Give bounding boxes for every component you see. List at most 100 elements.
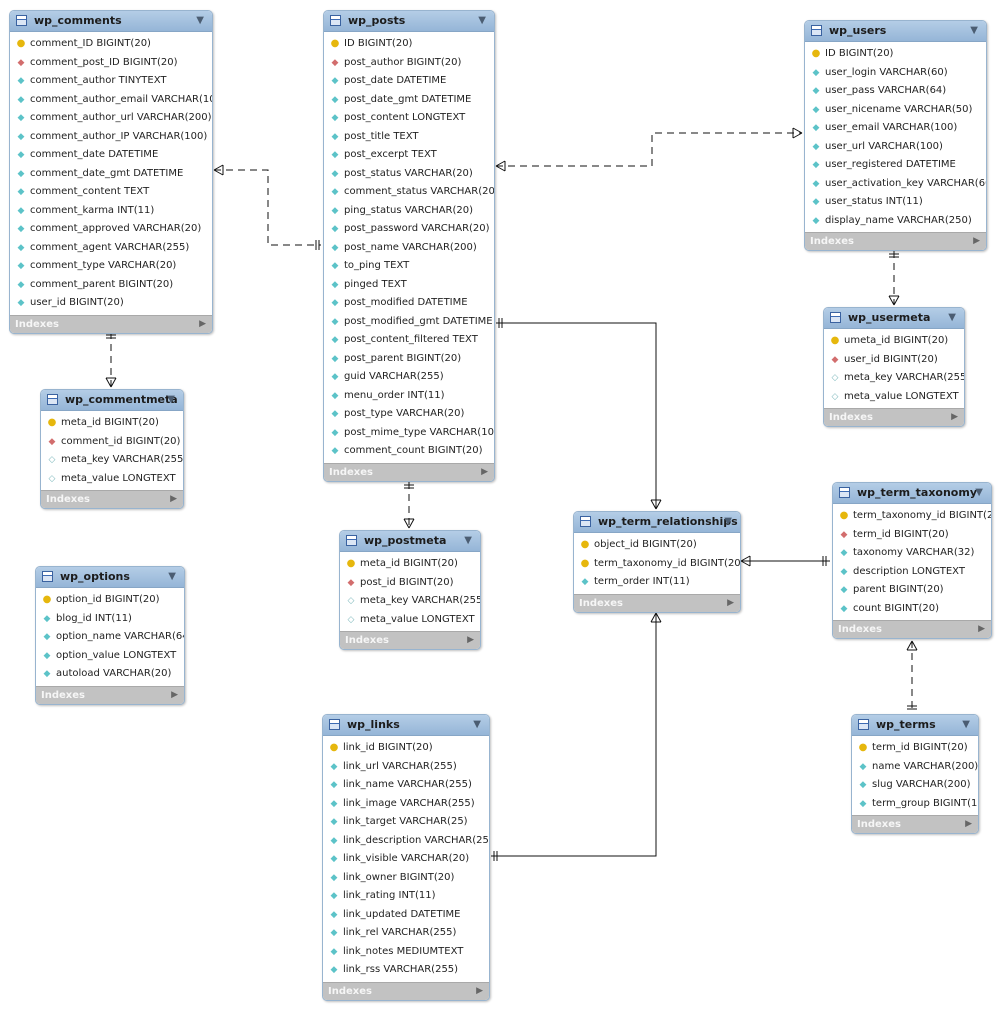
column-row[interactable]: ◆post_type VARCHAR(20) (324, 405, 494, 424)
column-row[interactable]: ◆comment_author_email VARCHAR(100) (10, 91, 212, 110)
column-row[interactable]: ◆post_parent BIGINT(20) (324, 350, 494, 369)
column-row[interactable]: ●term_taxonomy_id BIGINT(20) (574, 555, 740, 574)
table-header[interactable]: wp_options ▼ (36, 567, 184, 588)
collapse-arrow-icon[interactable]: ▼ (962, 719, 970, 730)
column-row[interactable]: ◆user_status INT(11) (805, 193, 986, 212)
column-row[interactable]: ◆comment_author_url VARCHAR(200) (10, 109, 212, 128)
expand-arrow-icon[interactable]: ▶ (199, 318, 206, 329)
column-row[interactable]: ◆guid VARCHAR(255) (324, 368, 494, 387)
column-row[interactable]: ◇meta_value LONGTEXT (41, 470, 183, 489)
table-header[interactable]: wp_terms ▼ (852, 715, 978, 736)
column-row[interactable]: ●meta_id BIGINT(20) (340, 555, 480, 574)
collapse-arrow-icon[interactable]: ▼ (196, 15, 204, 26)
column-row[interactable]: ◆link_target VARCHAR(25) (323, 813, 489, 832)
column-row[interactable]: ◆post_title TEXT (324, 128, 494, 147)
column-row[interactable]: ◆comment_parent BIGINT(20) (10, 276, 212, 295)
column-row[interactable]: ◆taxonomy VARCHAR(32) (833, 544, 991, 563)
expand-arrow-icon[interactable]: ▶ (481, 466, 488, 477)
table-wp_usermeta[interactable]: wp_usermeta ▼ ●umeta_id BIGINT(20)◆user_… (823, 307, 965, 427)
column-row[interactable]: ◆option_value LONGTEXT (36, 647, 184, 666)
column-row[interactable]: ◆user_email VARCHAR(100) (805, 119, 986, 138)
expand-arrow-icon[interactable]: ▶ (727, 597, 734, 608)
column-row[interactable]: ◆comment_id BIGINT(20) (41, 433, 183, 452)
column-row[interactable]: ◆post_date_gmt DATETIME (324, 91, 494, 110)
table-header[interactable]: wp_postmeta ▼ (340, 531, 480, 552)
table-wp_term_taxonomy[interactable]: wp_term_taxonomy ▼ ●term_taxonomy_id BIG… (832, 482, 992, 639)
column-row[interactable]: ◆to_ping TEXT (324, 257, 494, 276)
collapse-arrow-icon[interactable]: ▼ (975, 487, 983, 498)
expand-arrow-icon[interactable]: ▶ (978, 624, 985, 634)
column-row[interactable]: ◆user_id BIGINT(20) (10, 294, 212, 313)
table-header[interactable]: wp_commentmeta ▼ (41, 390, 183, 411)
table-wp_comments[interactable]: wp_comments ▼ ●comment_ID BIGINT(20) ◆com… (9, 10, 213, 334)
column-row[interactable]: ◆post_content LONGTEXT (324, 109, 494, 128)
column-row[interactable]: ●comment_ID BIGINT(20) (10, 35, 212, 54)
table-header[interactable]: wp_term_taxonomy ▼ (833, 483, 991, 504)
collapse-arrow-icon[interactable]: ▼ (478, 15, 486, 26)
indexes-footer[interactable]: Indexes ▶ (833, 620, 991, 638)
table-header[interactable]: wp_users ▼ (805, 21, 986, 42)
column-row[interactable]: ◆link_name VARCHAR(255) (323, 776, 489, 795)
column-row[interactable]: ◆description LONGTEXT (833, 563, 991, 582)
column-row[interactable]: ◇meta_value LONGTEXT (824, 388, 964, 407)
table-wp_users[interactable]: wp_users ▼ ●ID BIGINT(20)◆user_login VAR… (804, 20, 987, 251)
expand-arrow-icon[interactable]: ▶ (965, 819, 972, 829)
column-row[interactable]: ◆comment_author_IP VARCHAR(100) (10, 128, 212, 147)
column-row[interactable]: ◆post_author BIGINT(20) (324, 54, 494, 73)
expand-arrow-icon[interactable]: ▶ (476, 985, 483, 996)
column-row[interactable]: ◆link_updated DATETIME (323, 906, 489, 925)
column-row[interactable]: ●object_id BIGINT(20) (574, 536, 740, 555)
column-row[interactable]: ◆autoload VARCHAR(20) (36, 665, 184, 684)
column-row[interactable]: ●term_id BIGINT(20) (852, 739, 978, 758)
column-row[interactable]: ◆link_url VARCHAR(255) (323, 758, 489, 777)
indexes-footer[interactable]: Indexes ▶ (36, 685, 184, 704)
column-row[interactable]: ◆comment_date_gmt DATETIME (10, 165, 212, 184)
column-row[interactable]: ◆display_name VARCHAR(250) (805, 212, 986, 231)
column-row[interactable]: ◆link_description VARCHAR(255) (323, 832, 489, 851)
column-row[interactable]: ◆comment_karma INT(11) (10, 202, 212, 221)
column-row[interactable]: ◆link_rating INT(11) (323, 887, 489, 906)
indexes-footer[interactable]: Indexes ▶ (824, 408, 964, 426)
column-row[interactable]: ◇meta_value LONGTEXT (340, 611, 480, 630)
column-row[interactable]: ◆post_password VARCHAR(20) (324, 220, 494, 239)
column-row[interactable]: ◆user_login VARCHAR(60) (805, 64, 986, 83)
indexes-footer[interactable]: Indexes ▶ (340, 631, 480, 649)
table-header[interactable]: wp_links ▼ (323, 715, 489, 736)
expand-arrow-icon[interactable]: ▶ (171, 689, 178, 700)
indexes-footer[interactable]: Indexes ▶ (10, 314, 212, 333)
table-header[interactable]: wp_comments ▼ (10, 11, 212, 32)
column-row[interactable]: ◆link_rss VARCHAR(255) (323, 961, 489, 980)
column-row[interactable]: ◆user_activation_key VARCHAR(60) (805, 175, 986, 194)
indexes-footer[interactable]: Indexes ▶ (852, 815, 978, 833)
column-row[interactable]: ◆comment_author TINYTEXT (10, 72, 212, 91)
column-row[interactable]: ◆slug VARCHAR(200) (852, 776, 978, 795)
column-row[interactable]: ◆link_visible VARCHAR(20) (323, 850, 489, 869)
column-row[interactable]: ◆link_image VARCHAR(255) (323, 795, 489, 814)
table-wp_postmeta[interactable]: wp_postmeta ▼ ●meta_id BIGINT(20)◆post_i… (339, 530, 481, 650)
table-wp_posts[interactable]: wp_posts ▼ ●ID BIGINT(20)◆post_author BI… (323, 10, 495, 482)
column-row[interactable]: ◇meta_key VARCHAR(255) (41, 451, 183, 470)
column-row[interactable]: ◆option_name VARCHAR(64) (36, 628, 184, 647)
table-wp_options[interactable]: wp_options ▼ ●option_id BIGINT(20)◆blog_… (35, 566, 185, 705)
column-row[interactable]: ◆link_owner BIGINT(20) (323, 869, 489, 888)
column-row[interactable]: ◆menu_order INT(11) (324, 387, 494, 406)
collapse-arrow-icon[interactable]: ▼ (724, 516, 732, 527)
column-row[interactable]: ◆blog_id INT(11) (36, 610, 184, 629)
collapse-arrow-icon[interactable]: ▼ (464, 535, 472, 546)
column-row[interactable]: ◆link_rel VARCHAR(255) (323, 924, 489, 943)
indexes-footer[interactable]: Indexes ▶ (324, 462, 494, 481)
column-row[interactable]: ◆comment_date DATETIME (10, 146, 212, 165)
column-row[interactable]: ◆comment_status VARCHAR(20) (324, 183, 494, 202)
column-row[interactable]: ◆count BIGINT(20) (833, 600, 991, 619)
collapse-arrow-icon[interactable]: ▼ (168, 571, 176, 582)
column-row[interactable]: ◆post_mime_type VARCHAR(100) (324, 424, 494, 443)
column-row[interactable]: ◆parent BIGINT(20) (833, 581, 991, 600)
column-row[interactable]: ◆name VARCHAR(200) (852, 758, 978, 777)
table-header[interactable]: wp_posts ▼ (324, 11, 494, 32)
column-row[interactable]: ●link_id BIGINT(20) (323, 739, 489, 758)
column-row[interactable]: ◆post_content_filtered TEXT (324, 331, 494, 350)
column-row[interactable]: ◆user_pass VARCHAR(64) (805, 82, 986, 101)
column-row[interactable]: ◆post_modified DATETIME (324, 294, 494, 313)
column-row[interactable]: ◆user_url VARCHAR(100) (805, 138, 986, 157)
column-row[interactable]: ◆comment_type VARCHAR(20) (10, 257, 212, 276)
